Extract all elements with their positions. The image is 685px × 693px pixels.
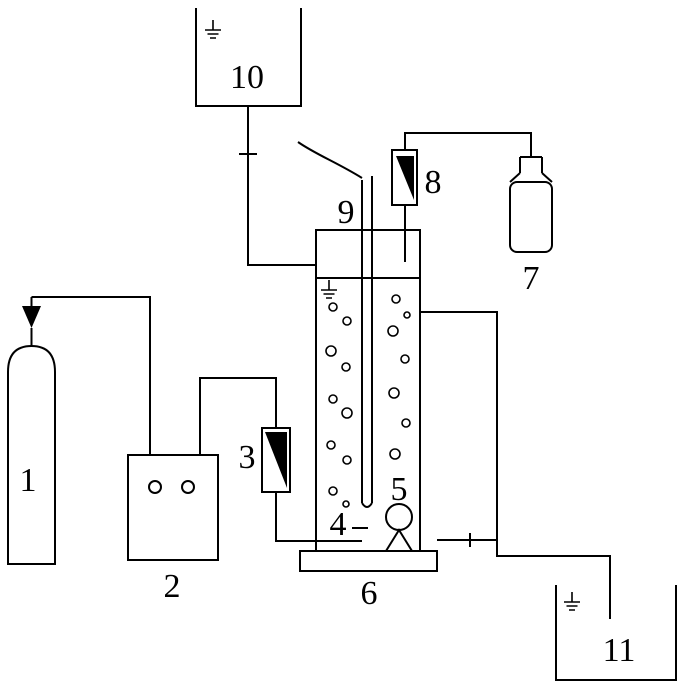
base-6 — [299, 550, 438, 572]
pipe-3-to-column — [275, 492, 362, 542]
label-8: 8 — [425, 164, 442, 201]
label-9: 9 — [338, 194, 355, 231]
pipe-to-tank-11 — [496, 540, 611, 619]
indicator-dial-icon — [181, 480, 195, 494]
inner-tube-9 — [297, 141, 373, 508]
pipe-8-to-bottle-7 — [404, 132, 532, 158]
pipe-1-to-2 — [31, 296, 151, 455]
label-10: 10 — [230, 59, 264, 96]
feed-pipe — [239, 106, 316, 266]
pump-5 — [384, 503, 414, 552]
outlet-piping — [420, 311, 611, 619]
label-5: 5 — [391, 471, 408, 508]
water-level-icon — [204, 19, 222, 39]
reactor-column — [315, 229, 421, 551]
outlet-downcomer — [420, 311, 498, 540]
flowmeter-float-icon — [396, 156, 414, 200]
pump-stand — [384, 528, 414, 552]
pipe-2-to-3 — [199, 377, 277, 455]
water-level-icon — [320, 279, 338, 299]
labels: 1 2 3 4 5 6 7 8 9 10 11 — [20, 59, 636, 669]
water-level-icon — [563, 591, 581, 611]
label-1: 1 — [20, 462, 37, 499]
label-2: 2 — [164, 568, 181, 605]
label-7: 7 — [523, 260, 540, 297]
generator-box-2 — [127, 454, 219, 561]
flowmeter-float-icon — [265, 432, 287, 488]
flowmeter-3 — [261, 427, 291, 493]
gas-bottle-7 — [509, 156, 553, 253]
label-4: 4 — [330, 506, 347, 543]
label-6: 6 — [361, 575, 378, 612]
collection-tank-11 — [555, 585, 677, 681]
indicator-dial-icon — [148, 480, 162, 494]
label-3: 3 — [239, 439, 256, 476]
gas-cylinder-1 — [7, 297, 56, 565]
flowmeter-8 — [391, 149, 418, 206]
bubbles — [325, 294, 411, 508]
hose-curve — [297, 141, 363, 179]
cylinder-valve-arrow-icon — [22, 306, 41, 328]
label-11: 11 — [603, 632, 636, 669]
